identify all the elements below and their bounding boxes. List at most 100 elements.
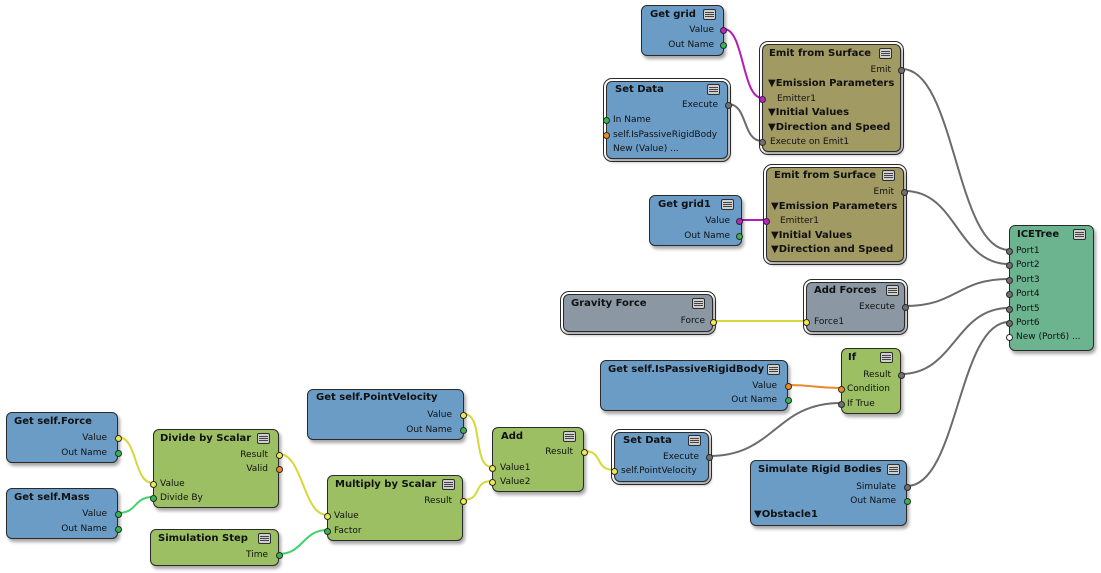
- input-port-port6[interactable]: [1006, 320, 1013, 327]
- output-port-result[interactable]: [581, 449, 588, 456]
- node-add-forces[interactable]: Add Forces Execute Force1: [803, 279, 909, 335]
- output-port-value[interactable]: [785, 383, 792, 390]
- node-menu-icon[interactable]: [442, 479, 455, 490]
- node-menu-icon[interactable]: [703, 9, 716, 20]
- node-menu-icon[interactable]: [707, 84, 720, 95]
- node-menu-icon[interactable]: [257, 433, 270, 444]
- input-port-if-true[interactable]: [838, 401, 845, 408]
- input-port-passive-rigid-body[interactable]: [603, 132, 610, 139]
- port-label-value: Value: [705, 216, 730, 226]
- section-emission-parameters[interactable]: ▼Emission Parameters: [768, 78, 895, 89]
- input-port-value[interactable]: [324, 513, 331, 520]
- section-initial-values[interactable]: ▼Initial Values: [771, 230, 853, 241]
- node-gravity-force[interactable]: Gravity Force Force: [560, 291, 717, 335]
- node-simulate-rigid-bodies[interactable]: Simulate Rigid Bodies Simulate Out Name …: [750, 460, 911, 526]
- node-icetree[interactable]: ICETree Port1 Port2 Port3 Port4 Port5 Po…: [1006, 225, 1094, 351]
- input-port-condition[interactable]: [838, 386, 845, 393]
- output-port-result[interactable]: [276, 452, 283, 459]
- wire-emit2-to-port2: [904, 190, 1010, 265]
- input-port-port5[interactable]: [1006, 306, 1013, 313]
- output-port-value[interactable]: [115, 511, 122, 518]
- node-menu-icon[interactable]: [721, 199, 734, 210]
- output-port-value[interactable]: [736, 218, 743, 225]
- output-port-emit[interactable]: [901, 189, 908, 196]
- node-menu-icon[interactable]: [886, 285, 899, 296]
- node-emit-from-surface-1[interactable]: Emit from Surface Emit ▼Emission Paramet…: [759, 41, 905, 155]
- node-get-mass[interactable]: Get self.Mass Value Out Name: [6, 488, 122, 539]
- port-label-new-port[interactable]: New (Port6) ...: [1016, 332, 1081, 342]
- input-port-value[interactable]: [150, 481, 157, 488]
- node-simulation-step[interactable]: Simulation Step Time: [150, 529, 283, 566]
- output-port-execute[interactable]: [706, 454, 713, 461]
- output-port-value[interactable]: [720, 27, 727, 34]
- output-port-out-name[interactable]: [460, 427, 467, 434]
- node-get-force[interactable]: Get self.Force Value Out Name: [6, 412, 122, 463]
- node-menu-icon[interactable]: [882, 170, 895, 181]
- input-port-execute-on-emit1[interactable]: [759, 139, 766, 146]
- node-menu-icon[interactable]: [563, 431, 576, 442]
- input-port-point-velocity[interactable]: [611, 468, 618, 475]
- output-port-out-name[interactable]: [720, 42, 727, 49]
- output-port-out-name[interactable]: [115, 526, 122, 533]
- input-port-force1[interactable]: [803, 319, 810, 326]
- input-port-factor[interactable]: [324, 528, 331, 535]
- node-menu-icon[interactable]: [688, 435, 701, 446]
- output-port-force[interactable]: [710, 319, 717, 326]
- output-port-out-name[interactable]: [736, 233, 743, 240]
- output-port-result[interactable]: [460, 498, 467, 505]
- section-obstacle1[interactable]: ▼Obstacle1: [754, 509, 818, 520]
- output-port-out-name[interactable]: [115, 450, 122, 457]
- node-add[interactable]: Add Result Value1 Value2: [489, 427, 588, 492]
- node-menu-icon[interactable]: [887, 464, 900, 475]
- input-port-in-name[interactable]: [603, 117, 610, 124]
- port-label-value: Value: [752, 381, 777, 391]
- section-initial-values[interactable]: ▼Initial Values: [768, 107, 850, 118]
- port-label-port3: Port3: [1016, 275, 1040, 285]
- node-menu-icon[interactable]: [258, 533, 271, 544]
- node-set-data-top[interactable]: Set Data Execute In Name self.IsPassiveR…: [603, 78, 732, 162]
- output-port-execute[interactable]: [902, 304, 909, 311]
- node-title: Get grid: [650, 9, 696, 20]
- section-direction-speed[interactable]: ▼Direction and Speed: [768, 122, 891, 133]
- node-divide-by-scalar[interactable]: Divide by Scalar Result Valid Value Divi…: [150, 429, 283, 508]
- node-get-point-velocity[interactable]: Get self.PointVelocity Value Out Name: [307, 389, 467, 440]
- node-get-grid1[interactable]: Get grid1 Value Out Name: [649, 195, 743, 246]
- port-label-value: Value: [334, 511, 359, 521]
- node-title: Simulate Rigid Bodies: [758, 464, 882, 475]
- section-emission-parameters[interactable]: ▼Emission Parameters: [771, 201, 898, 212]
- input-port-port2[interactable]: [1006, 262, 1013, 269]
- input-port-emitter1[interactable]: [759, 96, 766, 103]
- node-get-is-passive-rigid-body[interactable]: Get self.IsPassiveRigidBody Value Out Na…: [600, 360, 792, 411]
- output-port-valid[interactable]: [276, 466, 283, 473]
- node-menu-icon[interactable]: [879, 48, 892, 59]
- output-port-out-name[interactable]: [785, 397, 792, 404]
- output-port-value[interactable]: [460, 412, 467, 419]
- node-menu-icon[interactable]: [767, 364, 780, 375]
- input-port-value2[interactable]: [489, 479, 496, 486]
- input-port-emitter1[interactable]: [763, 218, 770, 225]
- output-port-execute[interactable]: [725, 102, 732, 109]
- output-port-time[interactable]: [276, 552, 283, 559]
- node-menu-icon[interactable]: [880, 352, 893, 363]
- output-port-emit[interactable]: [898, 67, 905, 74]
- node-emit-from-surface-2[interactable]: Emit from Surface Emit ▼Emission Paramet…: [763, 164, 908, 265]
- input-port-new-port[interactable]: [1006, 334, 1013, 341]
- input-port-port1[interactable]: [1006, 248, 1013, 255]
- input-port-port4[interactable]: [1006, 291, 1013, 298]
- node-set-data-bottom[interactable]: Set Data Execute self.PointVelocity: [611, 429, 713, 485]
- node-menu-icon[interactable]: [692, 298, 705, 309]
- section-direction-speed[interactable]: ▼Direction and Speed: [771, 244, 894, 255]
- output-port-simulate[interactable]: [904, 484, 911, 491]
- port-label-new-value[interactable]: New (Value) ...: [613, 144, 679, 154]
- output-port-out-name[interactable]: [904, 498, 911, 505]
- input-port-divide-by[interactable]: [150, 495, 157, 502]
- output-port-result[interactable]: [898, 372, 905, 379]
- output-port-value[interactable]: [115, 435, 122, 442]
- node-get-grid[interactable]: Get grid Value Out Name: [641, 5, 727, 56]
- node-if[interactable]: If Result Condition If True: [838, 348, 905, 414]
- input-port-port3[interactable]: [1006, 277, 1013, 284]
- node-menu-icon[interactable]: [1073, 229, 1086, 240]
- node-multiply-by-scalar[interactable]: Multiply by Scalar Result Value Factor: [324, 475, 467, 541]
- input-port-value1[interactable]: [489, 465, 496, 472]
